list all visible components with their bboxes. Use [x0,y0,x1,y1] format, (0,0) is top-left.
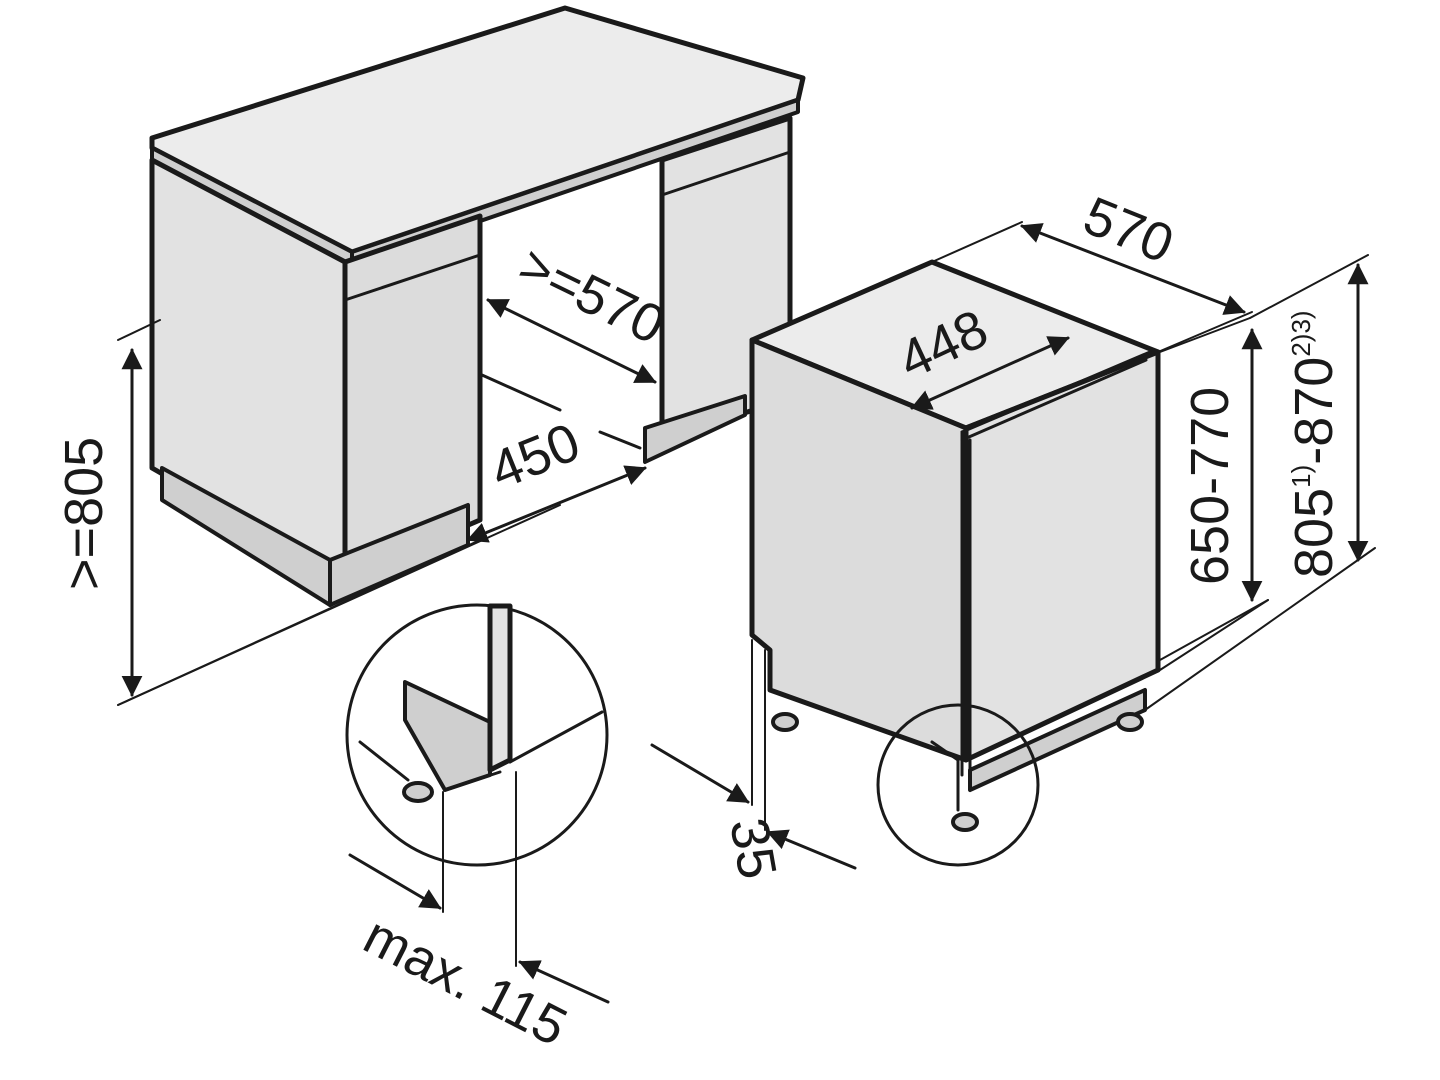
niche-depth-label: >=570 [510,235,674,356]
floor-line [117,504,561,706]
detail-door-bottom [403,680,492,792]
appliance-floor-line [1159,599,1269,671]
kitchen-cabinet-niche [149,5,806,607]
plinth-max-dimension: max. 115 [348,853,610,1058]
detail-door-panel [487,603,513,773]
appliance-height-dimension: 8051)-8702)3) [1144,254,1376,711]
height-footnote-2: 2)3) [1286,310,1316,356]
plinth-setback-label: 35 [718,814,788,884]
niche-width-label: 450 [482,412,588,501]
dishwasher-foot [771,712,799,732]
dishwasher-side [749,337,969,763]
niche-height-label: >=805 [54,437,114,590]
dishwasher-foot [951,812,979,832]
height-base: 805 [1284,488,1344,578]
height-footnote-1: 1) [1286,465,1316,488]
detail-marker-circle [876,703,1040,867]
door-height-label: 650-770 [1180,387,1240,585]
plinth-max-label: max. 115 [355,905,577,1057]
right-cabinet-plinth [643,394,747,464]
niche-width-dimension: 450 [466,412,647,543]
door-height-dimension: 650-770 [1159,317,1269,661]
niche-depth-dimension: >=570 [486,235,674,384]
dishwasher-foot [1116,712,1144,732]
appliance-height-label: 8051)-8702)3) [1284,310,1344,578]
detail-enlargement-circle [345,603,609,867]
plinth-setback-dimension: 35 [650,639,857,884]
appliance-depth-label: 570 [1076,185,1182,274]
height-range-end: -870 [1284,357,1344,465]
plinth-detail-enlargement [345,603,609,967]
detail-foot [402,781,434,803]
